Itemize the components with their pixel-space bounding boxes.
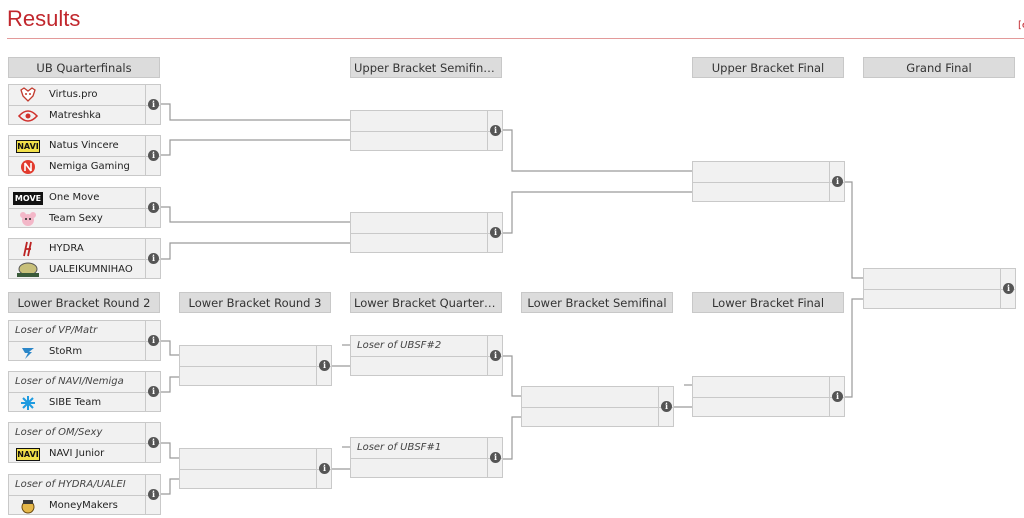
match-info-icon[interactable]: i (490, 227, 501, 238)
match-info-icon[interactable]: i (148, 386, 159, 397)
team-name: Matreshka (49, 110, 102, 121)
header-grand-final: Grand Final (863, 57, 1015, 78)
match-lbr3-2[interactable]: i (179, 448, 332, 489)
header-ub-semifinals: Upper Bracket Semifinals (350, 57, 502, 78)
team-slot[interactable]: NAVI NAVI Junior (9, 444, 147, 464)
match-lbr2-3[interactable]: Loser of OM/Sexy NAVI NAVI Junior i (8, 422, 161, 463)
loser-slot: Loser of HYDRA/UALEI (9, 475, 147, 495)
match-info-icon[interactable]: i (148, 489, 159, 500)
team-slot[interactable]: NAVI Natus Vincere (9, 136, 147, 156)
match-ubsf-1[interactable]: i (350, 110, 503, 151)
team-slot[interactable]: MoneyMakers (9, 496, 147, 516)
loser-label: Loser of OM/Sexy (15, 427, 103, 438)
team-slot[interactable]: Virtus.pro (9, 85, 147, 105)
match-info-icon[interactable]: i (148, 335, 159, 346)
loser-slot: Loser of OM/Sexy (9, 423, 147, 443)
nemiga-logo-icon (13, 159, 43, 175)
loser-label: Loser of NAVI/Nemiga (15, 376, 124, 387)
match-info-icon[interactable]: i (319, 360, 330, 371)
team-slot[interactable]: Matreshka (9, 106, 147, 126)
matreshka-logo-icon (13, 108, 43, 124)
match-info-icon[interactable]: i (148, 437, 159, 448)
match-grand-final[interactable]: i (863, 268, 1016, 309)
team-slot[interactable]: HYDRA (9, 239, 147, 259)
team-slot[interactable]: MOVE One Move (9, 188, 147, 208)
loser-label: Loser of VP/Matr (15, 325, 98, 336)
bear-logo-icon (13, 87, 43, 103)
storm-logo-icon (13, 344, 43, 360)
match-info-icon[interactable]: i (832, 391, 843, 402)
header-lb-round3: Lower Bracket Round 3 (179, 292, 331, 313)
sibe-logo-icon (13, 395, 43, 411)
match-info-icon[interactable]: i (832, 176, 843, 187)
header-lb-final: Lower Bracket Final (692, 292, 844, 313)
match-ubqf-2[interactable]: NAVI Natus Vincere Nemiga Gaming i (8, 135, 161, 176)
team-slot[interactable]: Team Sexy (9, 209, 147, 229)
match-lbr2-4[interactable]: Loser of HYDRA/UALEI MoneyMakers i (8, 474, 161, 515)
match-lbr3-1[interactable]: i (179, 345, 332, 386)
loser-slot: Loser of NAVI/Nemiga (9, 372, 147, 392)
edit-link[interactable]: [e (1018, 20, 1024, 31)
match-lb-semifinal[interactable]: i (521, 386, 674, 427)
team-name: Nemiga Gaming (49, 161, 130, 172)
match-lbqf-1[interactable]: Loser of UBSF#2 i (350, 335, 503, 376)
match-info-icon[interactable]: i (148, 150, 159, 161)
team-name: One Move (49, 192, 100, 203)
match-ubqf-4[interactable]: HYDRA UALEIKUMNIHAO i (8, 238, 161, 279)
match-lbr2-2[interactable]: Loser of NAVI/Nemiga SIBE Team i (8, 371, 161, 412)
title-divider (7, 38, 1024, 39)
match-info-icon[interactable]: i (148, 202, 159, 213)
sexy-logo-icon (13, 211, 43, 227)
hydra-logo-icon (13, 241, 43, 257)
loser-label: Loser of UBSF#2 (357, 340, 442, 351)
navi-logo-icon: NAVI (16, 139, 40, 153)
team-name: Virtus.pro (49, 89, 98, 100)
team-name: NAVI Junior (49, 448, 105, 459)
team-slot[interactable]: Nemiga Gaming (9, 157, 147, 177)
navi-logo-icon: NAVI (16, 447, 40, 461)
moneymakers-logo-icon (13, 498, 43, 514)
loser-slot: Loser of VP/Matr (9, 321, 147, 341)
loser-slot: Loser of UBSF#1 (351, 438, 489, 458)
header-lb-quarterfinal: Lower Bracket Quarterfin… (350, 292, 502, 313)
team-slot[interactable]: SIBE Team (9, 393, 147, 413)
match-info-icon[interactable]: i (490, 125, 501, 136)
loser-slot: Loser of UBSF#2 (351, 336, 489, 356)
loser-label: Loser of UBSF#1 (357, 442, 442, 453)
match-info-icon[interactable]: i (148, 99, 159, 110)
match-lb-final[interactable]: i (692, 376, 845, 417)
move-logo-icon: MOVE (13, 191, 43, 205)
loser-label: Loser of HYDRA/UALEI (15, 479, 126, 490)
header-lb-round2: Lower Bracket Round 2 (8, 292, 160, 313)
match-ubqf-1[interactable]: Virtus.pro Matreshka i (8, 84, 161, 125)
match-info-icon[interactable]: i (490, 452, 501, 463)
team-name: SIBE Team (49, 397, 102, 408)
match-info-icon[interactable]: i (661, 401, 672, 412)
team-name: HYDRA (49, 243, 84, 254)
team-name: UALEIKUMNIHAO (49, 264, 133, 275)
match-info-icon[interactable]: i (490, 350, 501, 361)
team-name: StoRm (49, 346, 83, 357)
page-title: Results (7, 6, 81, 31)
team-name: Team Sexy (49, 213, 103, 224)
team-name: Natus Vincere (49, 140, 119, 151)
header-ub-quarterfinals: UB Quarterfinals (8, 57, 160, 78)
team-slot[interactable]: UALEIKUMNIHAO (9, 260, 147, 280)
match-ubqf-3[interactable]: MOVE One Move Team Sexy i (8, 187, 161, 228)
match-info-icon[interactable]: i (148, 253, 159, 264)
header-ub-final: Upper Bracket Final (692, 57, 844, 78)
team-slot[interactable]: StoRm (9, 342, 147, 362)
header-lb-semifinal: Lower Bracket Semifinal (521, 292, 673, 313)
team-name: MoneyMakers (49, 500, 118, 511)
match-ub-final[interactable]: i (692, 161, 845, 202)
match-lbqf-2[interactable]: Loser of UBSF#1 i (350, 437, 503, 478)
match-ubsf-2[interactable]: i (350, 212, 503, 253)
ualei-logo-icon (13, 262, 43, 278)
match-info-icon[interactable]: i (1003, 283, 1014, 294)
match-info-icon[interactable]: i (319, 463, 330, 474)
match-lbr2-1[interactable]: Loser of VP/Matr StoRm i (8, 320, 161, 361)
